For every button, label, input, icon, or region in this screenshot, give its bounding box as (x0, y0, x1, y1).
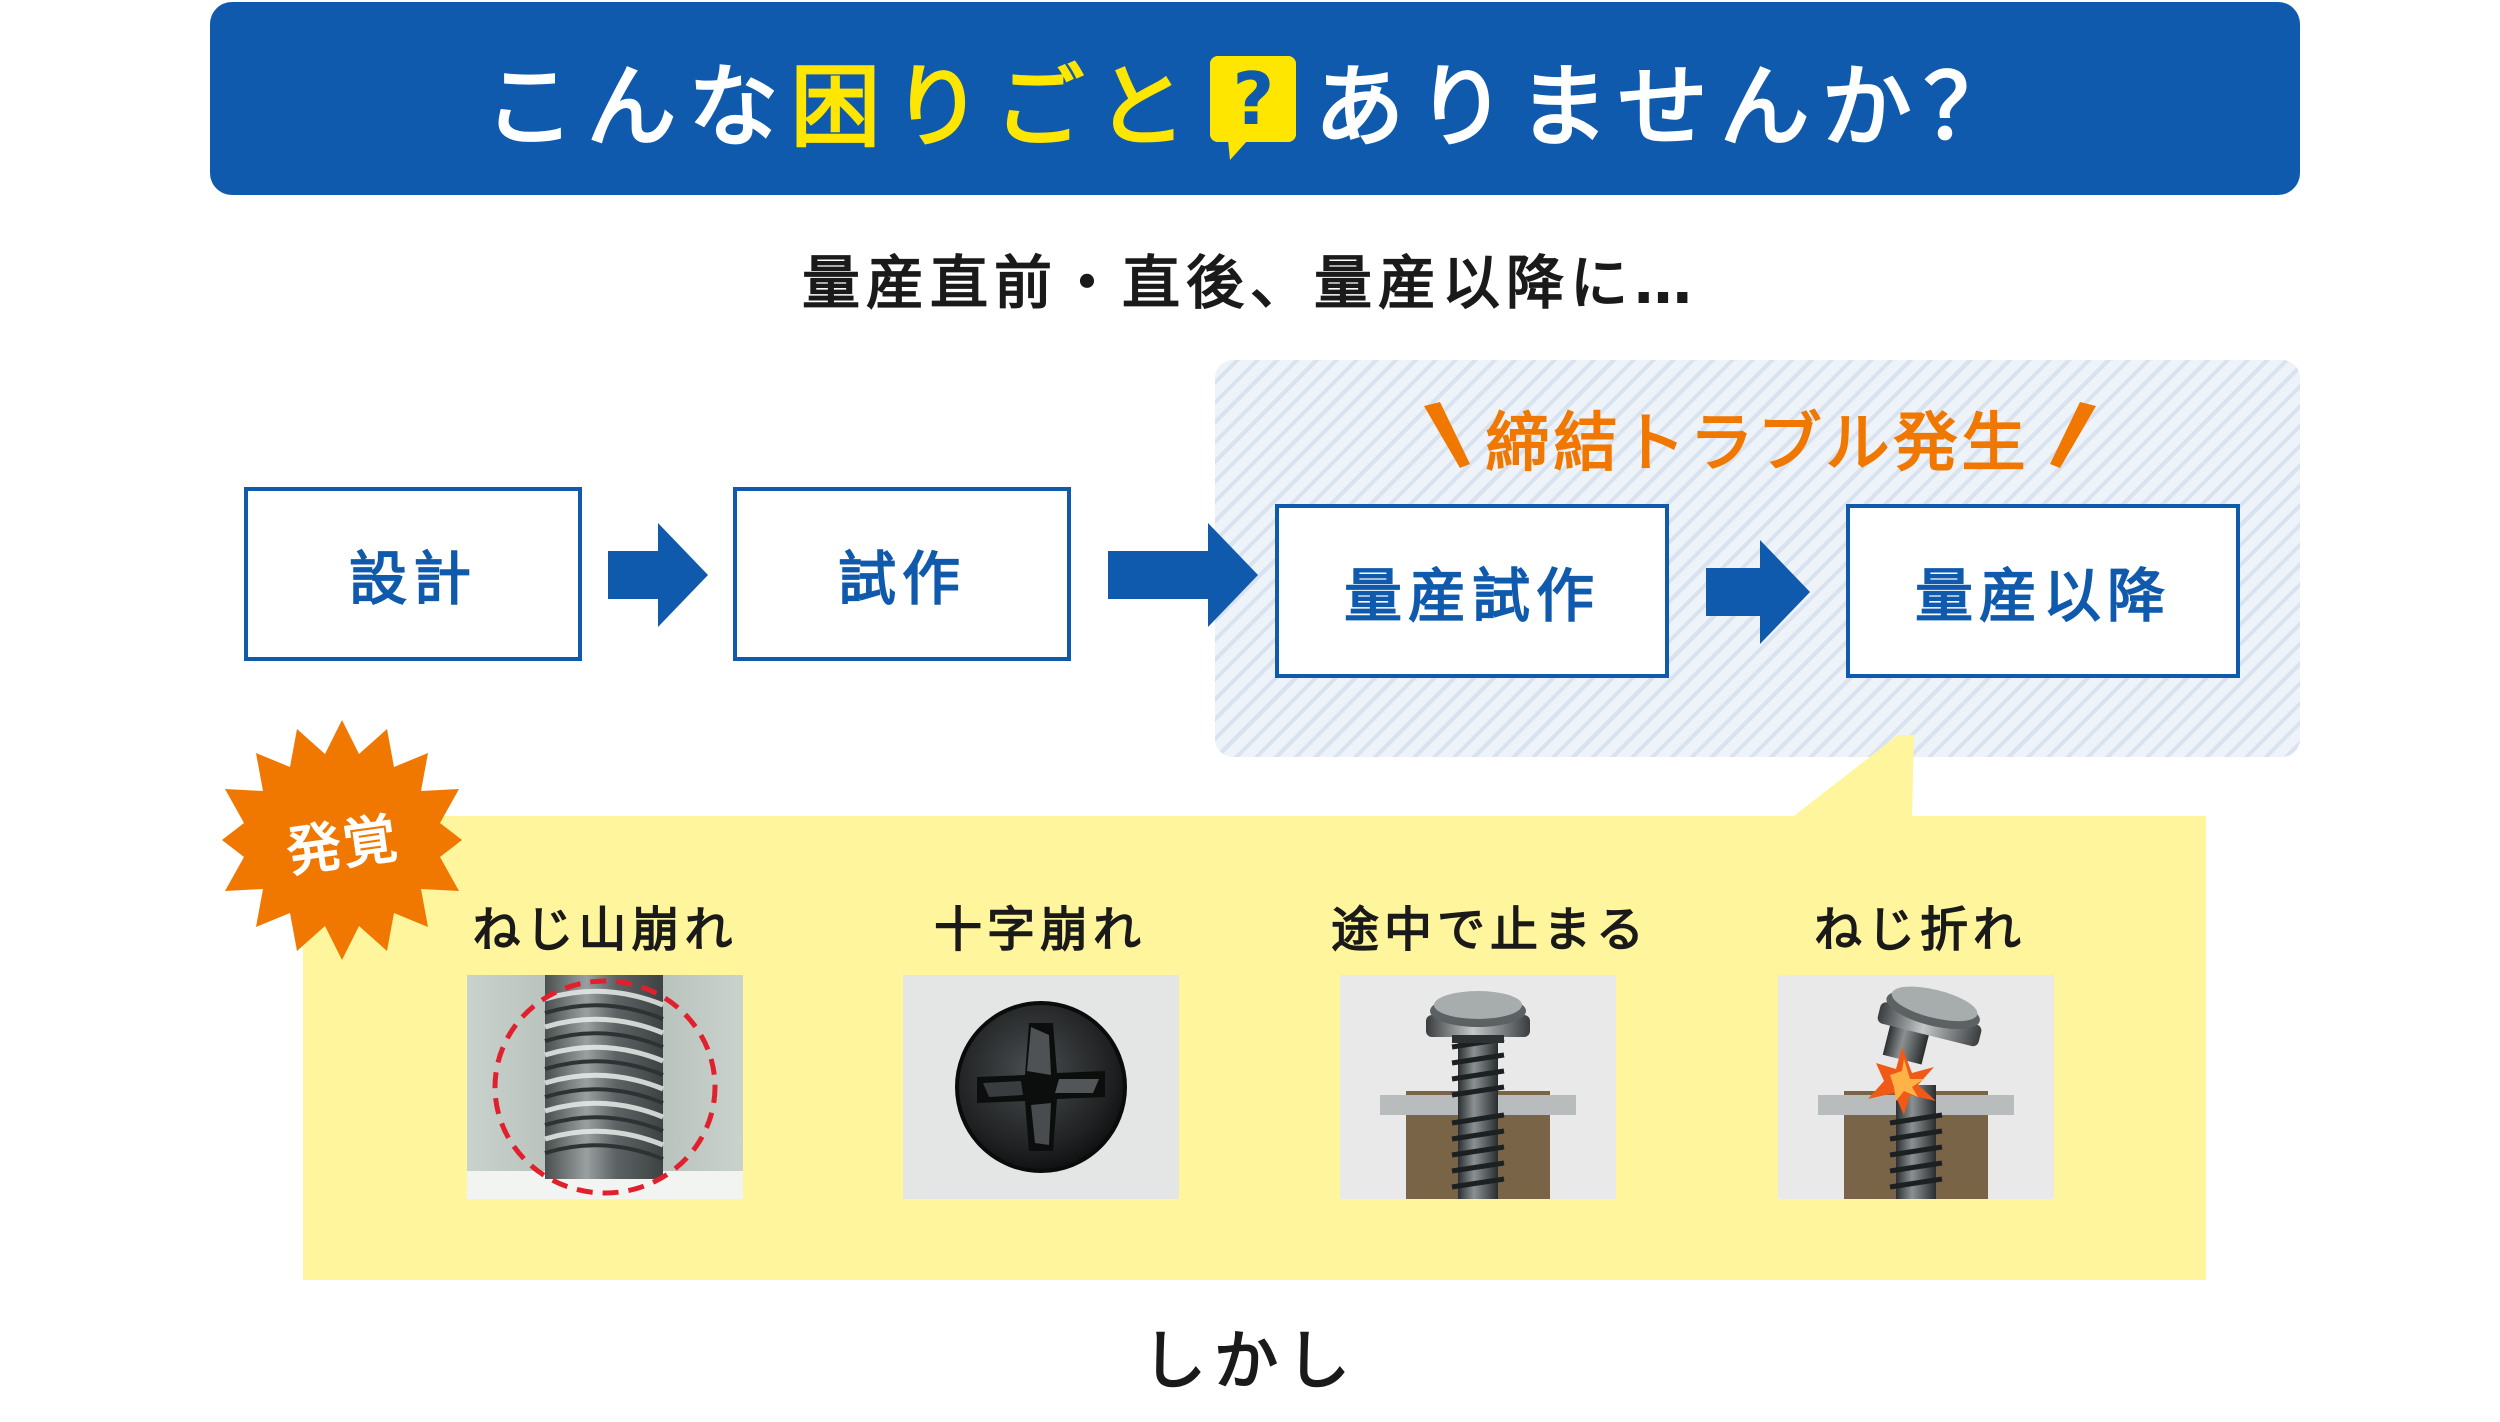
question-bubble-icon: ? (1210, 55, 1297, 160)
title-highlight: 困りごと (790, 54, 1199, 160)
broken-screw-photo-icon (1778, 975, 2054, 1199)
page-title: こんな 困りごと ? ありませんか？ (484, 34, 2025, 164)
callout-pointer (1790, 735, 1914, 819)
cam-out-cross-recess-photo-icon (903, 975, 1179, 1199)
case-label-cross-recess-damage: 十字崩れ (933, 902, 1146, 958)
spark-left-icon (1424, 402, 1470, 468)
title-part-before: こんな (484, 54, 791, 160)
case-label-stopped-midway: 途中で止まる (1330, 902, 1649, 958)
arrow-right-long-icon (1108, 523, 1258, 627)
step-design: 設計 (244, 487, 582, 661)
case-label-stripped-thread: ねじ山崩れ (472, 902, 738, 958)
spark-right-icon (2050, 402, 2096, 468)
burst-badge-icon (222, 720, 462, 960)
trouble-title: 締結トラブル発生 (1485, 407, 2030, 481)
title-banner: こんな 困りごと ? ありませんか？ (210, 2, 2300, 195)
step-prototype: 試作 (733, 487, 1071, 661)
step-after-mass-production: 量産以降 (1846, 504, 2240, 678)
case-label-broken-screw: ねじ折れ (1813, 902, 2026, 958)
arrow-right-icon (608, 523, 708, 627)
screw-stopped-midway-photo-icon (1340, 975, 1616, 1199)
stripped-thread-photo-icon (467, 975, 743, 1199)
closing-text: しかし (1142, 1325, 1358, 1399)
question-mark: ? (1232, 56, 1275, 141)
step-mass-production-trial: 量産試作 (1275, 504, 1669, 678)
arrow-right-icon (1706, 540, 1810, 644)
subtitle: 量産直前・直後、量産以降に… (801, 249, 1698, 317)
title-part-after: ありませんか？ (1314, 54, 2026, 160)
